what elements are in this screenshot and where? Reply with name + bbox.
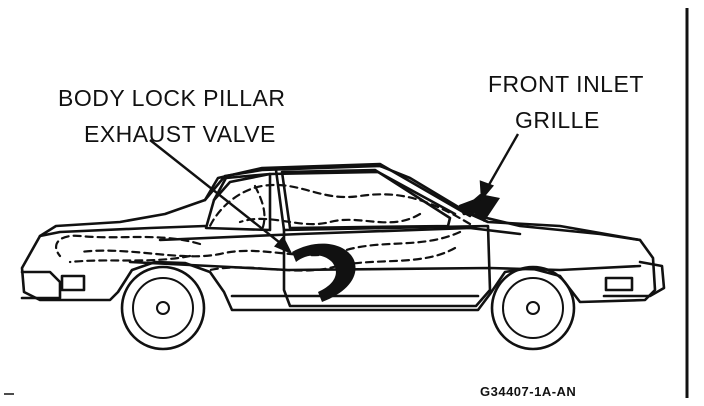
rear-wheel-tire <box>120 265 206 351</box>
rear-wheel-rim <box>132 277 194 339</box>
front-bumper <box>602 260 666 298</box>
airflow-arrows-icon <box>55 183 472 272</box>
front-wheel-hub <box>526 301 540 315</box>
exhaust-leader-line <box>149 139 285 247</box>
front-wheel-tire <box>490 265 576 351</box>
door-outline <box>282 224 492 308</box>
figure-code: G34407-1A-AN <box>480 384 576 399</box>
exhaust-valve-icon <box>292 243 356 302</box>
car-illustration-icon <box>20 162 666 351</box>
grille-label-line1: FRONT INLET <box>488 71 644 97</box>
car-roof-inner <box>212 170 457 216</box>
grille-leader-line <box>484 133 520 191</box>
rear-bumper <box>20 270 62 300</box>
tail-light <box>60 274 86 292</box>
exhaust-leader-arrowhead <box>274 235 293 255</box>
grille-leader-arrowhead <box>479 180 495 202</box>
inlet-grille-icon <box>466 194 500 222</box>
exhaust-label-line1: BODY LOCK PILLAR <box>58 85 285 111</box>
grille-label-line2: GRILLE <box>515 107 600 133</box>
hood-line <box>468 212 642 242</box>
belt-line <box>158 226 522 242</box>
side-window <box>280 168 452 230</box>
exhaust-label-line2: EXHAUST VALVE <box>84 121 276 147</box>
rear-window <box>204 172 272 232</box>
leader-lines <box>149 133 520 255</box>
side-moulding <box>128 260 642 272</box>
rear-deck <box>38 224 207 238</box>
front-wheel-rim <box>502 277 564 339</box>
rear-wheel-hub <box>156 301 170 315</box>
head-light <box>604 276 634 292</box>
car-roof-line <box>203 162 472 218</box>
